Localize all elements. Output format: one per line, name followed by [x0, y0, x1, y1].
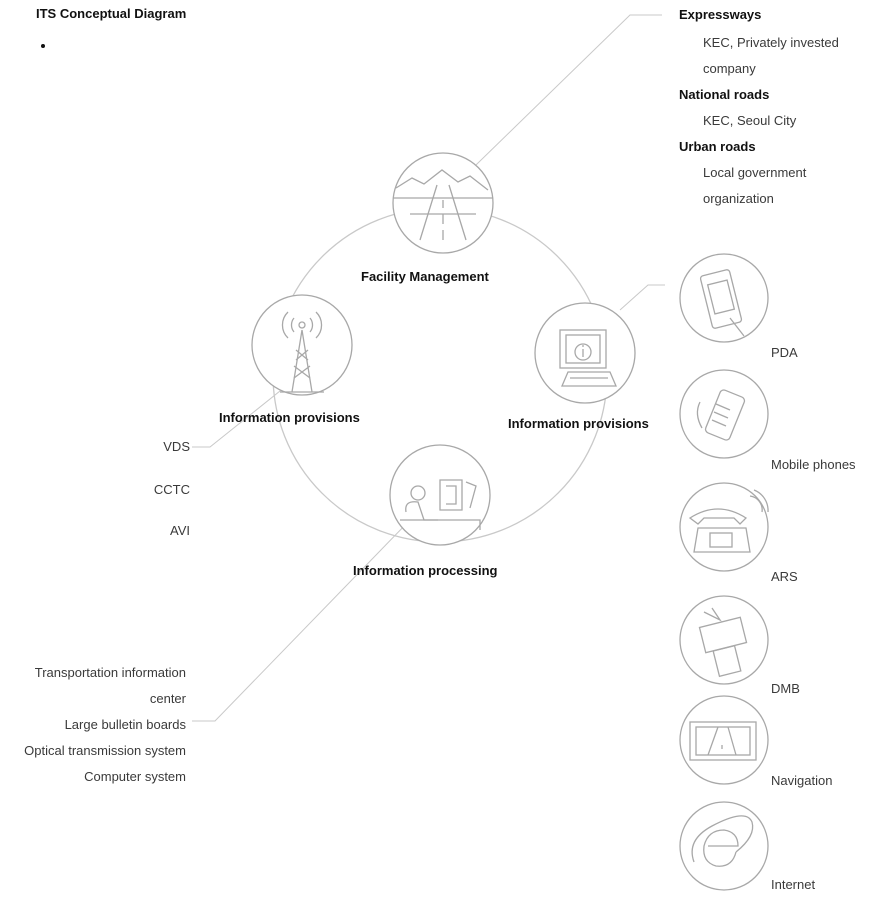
collection-item-cctc: CCTC [153, 482, 190, 497]
processing-item-5: Computer system [84, 769, 186, 784]
bullet-point [41, 44, 45, 48]
device-label-pda: PDA [771, 345, 798, 360]
processing-item-2: center [149, 691, 186, 706]
navigation-icon [679, 695, 769, 785]
connector-collection-to-items [192, 374, 301, 448]
label-information-provision: Information provisions [508, 416, 649, 431]
device-label-mobile-phones: Mobile phones [771, 457, 856, 472]
operator-urban-roads-line1: Local government [703, 165, 807, 180]
road-type-national-roads: National roads [679, 87, 770, 102]
operator-workstation-icon [389, 444, 491, 546]
device-label-internet: Internet [771, 877, 816, 892]
page-title: ITS Conceptual Diagram [36, 6, 187, 21]
processing-item-4: Optical transmission system [24, 743, 186, 758]
label-information-collection: Information provisions [219, 410, 360, 425]
device-label-navigation: Navigation [771, 773, 833, 788]
operator-urban-roads-line2: organization [703, 191, 774, 206]
device-label-ars: ARS [771, 569, 798, 584]
processing-item-3: Large bulletin boards [64, 717, 186, 732]
label-information-processing: Information processing [353, 563, 498, 578]
pda-icon [679, 253, 769, 343]
label-facility-management: Facility Management [361, 269, 489, 284]
internet-explorer-icon [679, 801, 769, 891]
telephone-icon [679, 482, 769, 572]
operator-expressways-line1: KEC, Privately invested [703, 35, 839, 50]
road-type-urban-roads: Urban roads [679, 139, 756, 154]
connector-facility-to-roads [439, 14, 662, 201]
connector-provision-to-devices [619, 284, 665, 311]
dmb-icon [679, 595, 769, 685]
transmission-tower-icon [251, 294, 353, 396]
processing-item-1: Transportation information [34, 665, 186, 680]
collection-item-avi: AVI [170, 523, 190, 538]
operator-national-roads: KEC, Seoul City [703, 113, 797, 128]
mobile-phone-icon [679, 369, 769, 459]
collection-item-vds: VDS [163, 439, 190, 454]
road-type-expressways: Expressways [679, 7, 762, 22]
operator-expressways-line2: company [703, 61, 756, 76]
connector-processing-to-items [192, 519, 411, 722]
device-label-dmb: DMB [771, 681, 800, 696]
facility-road-icon [392, 152, 494, 254]
info-computer-icon [534, 302, 636, 404]
